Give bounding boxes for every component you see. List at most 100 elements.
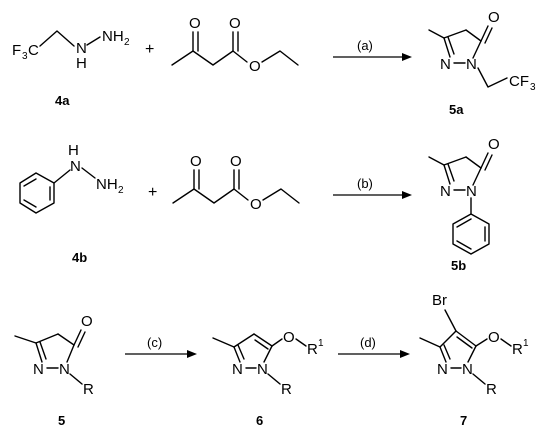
bond-C3N2-7-a [439, 346, 447, 363]
atom-O-keto-1: O [189, 15, 201, 32]
bond-methyl-6 [212, 337, 235, 348]
atom-NH2-sub-4b: 2 [118, 185, 124, 196]
atom-N2-7: N [437, 361, 448, 378]
plus-sign-1: + [145, 41, 154, 58]
arrow-a-head [402, 53, 412, 61]
bond-OR-6 [295, 338, 307, 347]
ethyl-acetoacetate-1: O O O [171, 15, 299, 75]
bond-C4C5-7-b [456, 336, 473, 349]
ring-db2-5b [456, 240, 472, 250]
bond-chain-4a [39, 30, 75, 47]
bond-C3C4-5a [443, 29, 467, 39]
bond-ethyl-5a [477, 67, 508, 88]
bond-C3N2-5b-a [443, 164, 451, 185]
bond-C3N2-5a-a [443, 37, 451, 58]
atom-O-5: O [81, 313, 93, 330]
compound-6-structure: O R 1 N N R [212, 329, 324, 398]
bond-C5N1-7 [467, 345, 477, 363]
atom-N1-5a: N [466, 56, 477, 73]
atom-NH2-sub-4a: 2 [124, 37, 130, 48]
bond-methyl-5b [428, 156, 445, 166]
label-5a: 5a [449, 102, 464, 117]
bond-C3N2-6-a [233, 346, 241, 363]
label-7: 7 [460, 413, 467, 428]
ring-db3-4b [23, 199, 37, 208]
atom-F3C-C: C [28, 42, 39, 59]
atom-R-6: R [281, 381, 292, 398]
bond-chain-eaa-1 [171, 50, 234, 66]
bond-CBr-7 [444, 309, 457, 332]
arrow-c-head [187, 350, 197, 358]
bond-CO-2 [233, 188, 249, 201]
bond-C4C5-6-b [254, 339, 269, 350]
atom-O-ethoxy-1: O [249, 58, 261, 75]
bond-C4C5-5b [465, 156, 482, 169]
atom-N1-5: N [59, 361, 70, 378]
atom-F3C-sub: 3 [22, 51, 28, 62]
atom-N-4b: N [70, 158, 81, 175]
bond-NR-6 [267, 373, 281, 385]
bond-CO-5-a [73, 329, 82, 346]
bond-C3N2-5a-b [447, 36, 455, 55]
bond-C3N2-5-a [35, 342, 43, 363]
bond-CO-5a-a [480, 25, 489, 42]
atom-O-ester-2: O [230, 153, 242, 170]
atom-N1-5b: N [466, 183, 477, 200]
bond-C4C5-7-a [455, 330, 477, 347]
arrow-d-head [400, 350, 410, 358]
bond-methyl-5 [14, 335, 37, 344]
bond-C3N2-7-b [443, 344, 451, 360]
compound-4b-structure: H N NH 2 [19, 142, 124, 214]
atom-O-5a: O [488, 9, 500, 26]
bond-C5N1-5 [66, 344, 75, 363]
atom-N2-5b: N [440, 183, 451, 200]
ring-phenyl-4b [19, 172, 55, 214]
compound-7-structure: Br O R 1 N N R [419, 292, 529, 398]
arrow-b-head [402, 191, 412, 199]
atom-CF3-sub-5a: 3 [530, 82, 536, 93]
compound-5-structure: O N N R [14, 313, 94, 398]
bond-chain-eaa-2 [172, 188, 235, 204]
compound-5b-structure: O N N [428, 136, 500, 255]
atom-O-ethoxy-2: O [250, 196, 262, 213]
atom-CF3-5a: CF [509, 73, 529, 90]
condition-d: (d) [360, 335, 376, 350]
bond-C4C5-6-a [253, 333, 273, 347]
label-4a: 4a [55, 93, 70, 108]
atom-N2-5a: N [440, 56, 451, 73]
bond-C3C4-5 [35, 333, 59, 344]
bond-C3C4-6 [233, 333, 255, 348]
condition-b: (b) [357, 176, 373, 191]
arrow-b: (b) [333, 176, 412, 199]
bond-CN-4b [53, 169, 71, 184]
atom-R1-sup-6: 1 [318, 338, 324, 349]
ring-phenyl-5b [452, 213, 490, 255]
atom-N-4a: N [76, 40, 87, 57]
bond-CO-1 [232, 50, 248, 63]
bond-methyl-7 [419, 337, 441, 348]
atom-R1-7: R [512, 341, 523, 358]
ring-db1-4b [23, 178, 37, 187]
bond-ethyl-2 [262, 188, 300, 204]
arrow-c: (c) [125, 335, 197, 358]
bond-C3N2-5-b [39, 341, 47, 360]
bond-C4C5-5 [57, 333, 75, 346]
bond-C5O-6 [271, 338, 283, 347]
atom-N1-6: N [257, 361, 268, 378]
atom-O-ester-1: O [229, 15, 241, 32]
atom-N2-6: N [232, 361, 243, 378]
atom-NH-4a: NH [102, 28, 124, 45]
condition-c: (c) [147, 335, 162, 350]
atom-F3C-F: F [12, 42, 21, 59]
bond-CO-5-b [77, 331, 86, 348]
bond-NN-4a [86, 36, 101, 46]
atom-O-5b: O [488, 136, 500, 153]
atom-R-7: R [486, 381, 497, 398]
atom-H-4a: H [76, 55, 87, 72]
label-4b: 4b [72, 250, 87, 265]
ring-db3-5b [456, 218, 472, 228]
bond-C3N2-6-b [237, 344, 245, 360]
label-5: 5 [58, 413, 65, 428]
bond-OR-7 [500, 338, 512, 347]
